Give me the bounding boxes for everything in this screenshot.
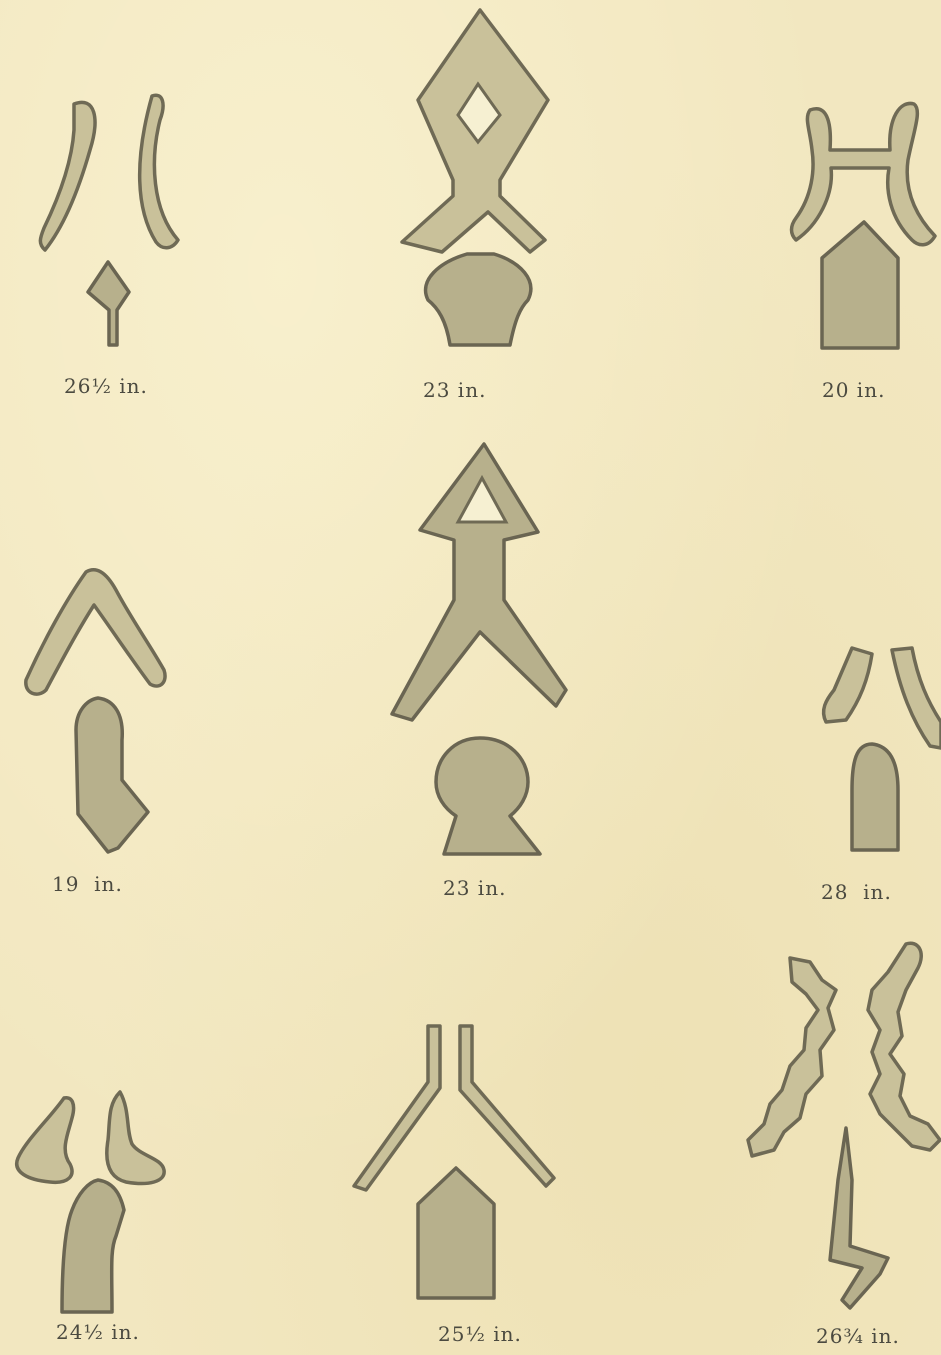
caption-figure-7: 24½ in.: [56, 1322, 140, 1342]
caption-figure-1: 26½ in.: [64, 376, 148, 396]
diamond-with-forked-legs-and-shell-icon: [402, 10, 548, 345]
caption-figure-3: 20 in.: [822, 380, 885, 400]
caption-figure-5: 23 in.: [443, 878, 506, 898]
curved-bars-with-lozenge-icon: [40, 95, 178, 345]
slanted-bars-with-rounded-block-icon: [824, 648, 941, 850]
inverted-v-with-pointed-tablet-icon: [354, 1026, 554, 1298]
zigzag-bars-with-lightning-icon: [748, 943, 940, 1308]
horns-with-curved-blade-icon: [17, 1092, 164, 1312]
caption-figure-8: 25½ in.: [438, 1324, 522, 1344]
h-bar-with-pointed-tablet-icon: [792, 103, 936, 348]
caption-figure-4: 19 in.: [52, 874, 123, 894]
caption-figure-9: 26¾ in.: [816, 1326, 900, 1346]
caption-figure-2: 23 in.: [423, 380, 486, 400]
caption-figure-6: 28 in.: [821, 882, 892, 902]
triangle-figure-with-circle-base-icon: [392, 444, 566, 854]
chevron-with-pointed-blade-icon: [26, 570, 165, 852]
